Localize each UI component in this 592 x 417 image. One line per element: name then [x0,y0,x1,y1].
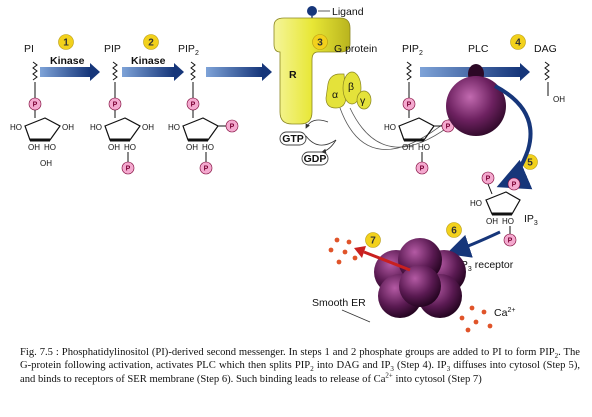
kinase-label-1: Kinase [50,55,85,67]
svg-text:OH: OH [40,159,52,168]
svg-text:4: 4 [515,38,521,49]
svg-text:6: 6 [451,226,457,237]
step-4-badge: 4 [510,34,526,50]
calcium-label: Ca2+ [494,307,515,319]
receptor: R [273,17,351,125]
calcium-ions-bottom [459,305,493,333]
pi-second-messenger-diagram: Ligand R 1 2 3 4 5 6 7 PI PIP PIP2 PIP2 … [10,6,565,333]
svg-text:P: P [512,182,517,189]
svg-text:7: 7 [370,236,376,247]
svg-text:P: P [420,166,425,173]
ip3-label: IP3 [524,213,538,227]
ip3-diffusion-arrow [494,84,533,190]
svg-text:P: P [191,102,196,109]
svg-text:OH: OH [186,143,198,152]
svg-text:P: P [486,176,491,183]
kinase-label-2: Kinase [131,55,166,67]
svg-text:5: 5 [527,158,533,169]
step-3-badge: 3 [312,34,328,50]
g-protein-label: G protein [334,43,377,55]
svg-text:OH: OH [553,95,565,104]
alpha-label: α [332,89,338,101]
svg-text:P: P [204,166,209,173]
step-2-badge: 2 [143,34,159,50]
gdp-label: GDP [304,153,327,165]
dag-label: DAG [534,43,557,55]
plc-label: PLC [468,43,489,55]
g-protein: G protein α β γ [325,43,377,110]
pip-label: PIP [104,43,121,55]
svg-text:3: 3 [317,38,323,49]
svg-text:OH: OH [28,143,40,152]
svg-text:HO: HO [384,123,396,132]
svg-text:OH: OH [142,123,154,132]
pi-label: PI [24,43,34,55]
svg-text:P: P [446,124,451,131]
pip2-label-membrane: PIP2 [402,43,423,57]
svg-text:HO: HO [470,199,482,208]
svg-text:HO: HO [44,143,56,152]
pip2-label: PIP2 [178,43,199,57]
svg-text:OH: OH [62,123,74,132]
smooth-er [374,238,466,318]
svg-text:OH: OH [108,143,120,152]
beta-label: β [348,81,354,93]
lipid-tails [32,61,550,81]
svg-text:P: P [508,238,513,245]
svg-text:P: P [33,102,38,109]
svg-text:HO: HO [90,123,102,132]
pip2-molecule: P HO P OH HO P [168,82,239,175]
svg-text:P: P [407,102,412,109]
smooth-er-label: Smooth ER [312,297,366,309]
dag-molecule: OH [547,82,565,104]
step-1-badge: 1 [58,34,74,50]
svg-text:1: 1 [63,38,69,49]
gtp-label: GTP [282,133,304,145]
pip-molecule: P HO OH OH HO P [90,82,154,175]
pip2-membrane-molecule: P HO P OH HO P [384,82,455,175]
gtp-gdp-cycle: GTP GDP [279,107,463,166]
calcium-release-arrow [363,250,411,272]
svg-text:HO: HO [202,143,214,152]
svg-text:HO: HO [418,143,430,152]
svg-text:HO: HO [124,143,136,152]
svg-text:P: P [126,166,131,173]
svg-text:OH: OH [486,217,498,226]
figure-caption: Fig. 7.5 : Phosphatidylinositol (PI)-der… [20,347,581,385]
calcium-ions-top [328,237,358,265]
ip3-receptor-label: IP3 receptor [458,259,514,273]
svg-text:P: P [230,124,235,131]
caption-figure-number: Fig. 7.5 : [20,347,59,358]
svg-text:2: 2 [148,38,154,49]
ip3-molecule: P P HO OH HO P IP3 [446,171,538,258]
svg-text:HO: HO [502,217,514,226]
gamma-label: γ [360,95,366,107]
step-6-badge: 6 [446,222,462,238]
pi-molecule: P HO OH OH HO OH [10,82,74,168]
svg-text:HO: HO [10,123,22,132]
receptor-label: R [289,69,297,81]
svg-text:P: P [113,102,118,109]
plc-enzyme [446,64,506,136]
svg-text:HO: HO [168,123,180,132]
step-7-badge: 7 [365,232,381,248]
svg-text:OH: OH [402,143,414,152]
ligand-label: Ligand [332,6,364,18]
